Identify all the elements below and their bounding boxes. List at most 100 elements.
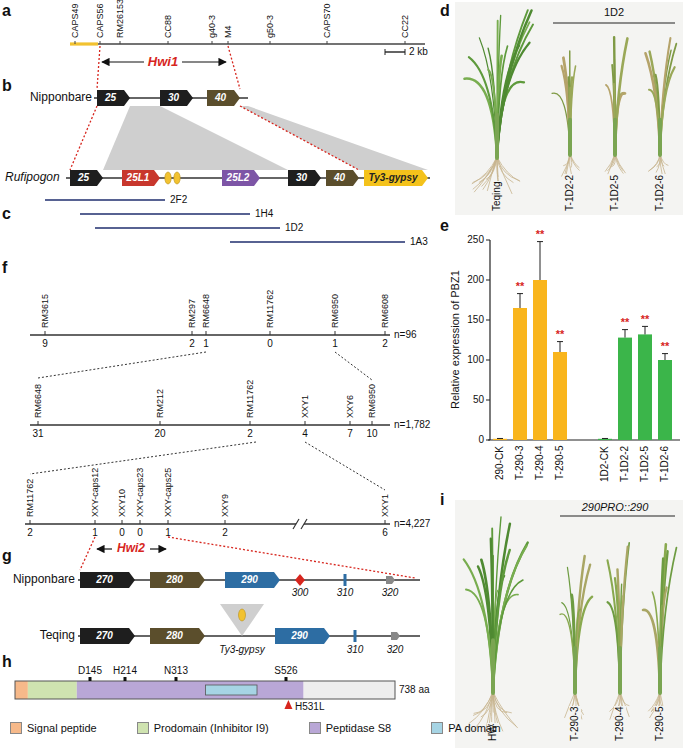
- bar: [638, 334, 652, 440]
- marker-name: XXY6: [345, 395, 355, 418]
- recombinant-count: 7: [347, 428, 353, 440]
- marker-name: RM3615: [40, 294, 50, 328]
- legend-item: PA domain: [431, 722, 500, 734]
- stem: [491, 640, 495, 693]
- photo-ground: [455, 2, 683, 215]
- marker-name: RM6608: [380, 294, 390, 328]
- marker-tick: [385, 520, 386, 524]
- bar: [493, 439, 507, 440]
- interval-arrow: [182, 61, 226, 62]
- gene-arrow-outline: [288, 170, 321, 186]
- gene-arrow-outline: [207, 90, 240, 106]
- gene-arrow-outline: [275, 628, 330, 644]
- panel-letter: c: [2, 205, 11, 223]
- clone-line: [45, 199, 165, 201]
- recombinant-count: 1: [203, 338, 209, 350]
- plant-illustration: [464, 517, 528, 733]
- axis-tick: [486, 280, 490, 281]
- stem: [495, 114, 499, 158]
- genome-name: Nipponbare: [13, 573, 75, 587]
- map-line: [70, 43, 425, 45]
- residue-label: N313: [164, 665, 188, 677]
- error-bar-cap: [497, 438, 503, 439]
- recombinant-count: 0: [137, 527, 143, 539]
- interval-arrow: [150, 548, 166, 549]
- bar: [533, 280, 547, 440]
- break-mark: [293, 519, 299, 529]
- plant-illustration: [605, 37, 627, 174]
- gene-marker: [295, 574, 305, 586]
- panel-letter: b: [2, 77, 12, 95]
- root: [469, 692, 493, 724]
- length-label: 738 aa: [399, 684, 430, 696]
- gene-marker: [391, 632, 400, 640]
- mutation-label: H531L: [295, 701, 324, 713]
- marker-name: g40-3: [207, 15, 217, 38]
- marker-tick: [327, 41, 328, 44]
- break-mark: [301, 519, 307, 529]
- leaf: [497, 22, 530, 155]
- gene-label: 290: [225, 572, 274, 588]
- marker-name: M4: [223, 25, 233, 38]
- root: [566, 154, 570, 175]
- recombinant-count: 2: [247, 428, 253, 440]
- domain: [28, 681, 77, 699]
- significance-mark: **: [661, 340, 670, 353]
- group-bracket: [560, 516, 675, 517]
- gene-label: 290: [275, 628, 324, 644]
- domain: [206, 685, 257, 695]
- bar-label: 1D2-CK: [599, 446, 611, 482]
- marker-name: XXY-caps12: [90, 468, 100, 517]
- root: [615, 154, 626, 173]
- recombinant-count: 10: [366, 428, 377, 440]
- plant-illustration: [645, 38, 676, 177]
- axis-tick: [486, 240, 490, 241]
- interval-arrow: [102, 61, 144, 62]
- gene-arrow: 40: [326, 170, 359, 186]
- marker-tick: [168, 520, 169, 524]
- bar-label: T-1D2-2: [619, 446, 631, 482]
- recombinant-count: 6: [382, 527, 388, 539]
- leaf: [645, 53, 660, 152]
- marker-name: CAPS56: [95, 3, 105, 38]
- panel-letter: f: [2, 259, 7, 277]
- plant-illustration: [643, 544, 676, 719]
- gene-arrow: 40: [207, 90, 240, 106]
- domain: [77, 681, 304, 699]
- significance-mark: **: [621, 316, 630, 329]
- root: [605, 154, 615, 172]
- gene-number: 320: [382, 587, 399, 599]
- stem: [618, 648, 622, 693]
- leaf: [464, 559, 493, 690]
- leaf: [493, 543, 528, 690]
- recombinant-count: 2: [222, 527, 228, 539]
- root: [493, 692, 516, 726]
- marker-name: XXY1: [300, 395, 310, 418]
- root: [648, 154, 660, 172]
- clone-line: [80, 213, 250, 215]
- tick-label: 200: [467, 274, 484, 286]
- error-bar-cap: [662, 353, 668, 354]
- residue-mark: [285, 677, 288, 681]
- gene-label: Ty3-gypsy: [364, 170, 422, 186]
- residue-label: S526: [274, 665, 297, 677]
- plant-label: T-1D2-2: [564, 174, 576, 212]
- gene-label: 280: [150, 628, 199, 644]
- gene-arrow-outline: [222, 170, 260, 186]
- leaf: [497, 46, 519, 155]
- significance-mark: **: [641, 313, 650, 326]
- root: [608, 154, 615, 174]
- scale-label: 2 kb: [409, 46, 428, 58]
- error-bar: [560, 342, 561, 352]
- recombinant-count: 0: [267, 338, 273, 350]
- marker-name: XXY10: [117, 489, 127, 517]
- legend-item: Prodomain (Inhibitor I9): [137, 722, 269, 734]
- bar-label: T-1D2-6: [659, 446, 671, 482]
- error-bar: [625, 330, 626, 338]
- homology-connector: [70, 106, 97, 170]
- legend-swatch: [10, 722, 22, 734]
- scale-bar-end: [385, 49, 386, 55]
- root: [660, 154, 666, 175]
- legend-item: Signal peptide: [10, 722, 97, 734]
- root: [565, 154, 570, 175]
